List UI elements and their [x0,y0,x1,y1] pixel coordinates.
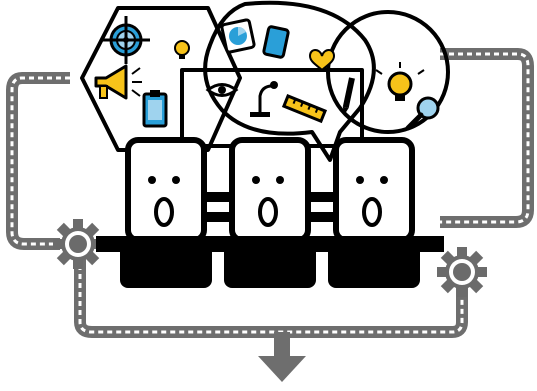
pie-chart-icon [220,18,256,54]
clipboard-icon [142,90,168,128]
robot-left [120,137,212,288]
eye-icon [205,83,239,97]
hexagon-bubble [80,6,242,152]
thought-bubbles [80,0,450,162]
ruler-icon [281,94,328,124]
pen-icon [342,77,355,116]
microphone-icon [250,81,278,117]
conveyor-loop [6,48,534,338]
speech-bubble [203,0,376,162]
gear-icon [437,247,487,297]
magnifier-icon [405,96,440,131]
megaphone-icon [94,64,142,100]
robot-right [328,137,420,288]
gear-icon [53,219,103,269]
lightbulb-icon [174,40,190,59]
lightbulb-icon [375,62,425,101]
smartphone-icon [262,25,290,59]
target-icon [102,16,150,64]
heart-icon [308,49,336,72]
arrow-down-icon [258,332,306,382]
robot-middle [224,137,316,288]
